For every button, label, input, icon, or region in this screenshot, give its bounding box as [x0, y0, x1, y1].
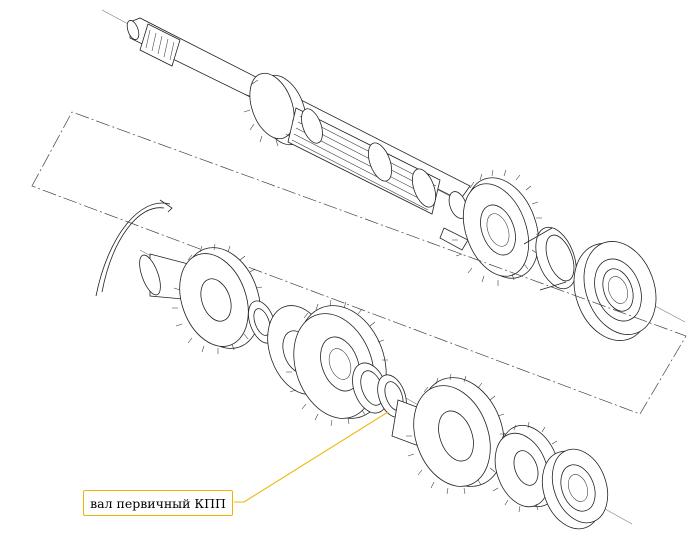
upper-bearing	[573, 241, 657, 341]
callout-leader-line	[234, 411, 389, 503]
circlip	[95, 199, 173, 297]
splined-section	[287, 107, 441, 215]
assembly-frame	[31, 111, 687, 415]
lower-bearing	[541, 448, 609, 530]
lower-gear-2	[406, 373, 506, 495]
callout-label-text: вал первичный КПП	[90, 495, 226, 511]
callout-label: вал первичный КПП	[83, 490, 233, 516]
upper-spacer-ring	[523, 226, 577, 291]
upper-large-gear	[452, 169, 543, 286]
lower-shaft-assembly	[95, 199, 633, 530]
upper-shaft-assembly	[101, 9, 686, 341]
front-spline	[139, 23, 181, 67]
lower-gear-1	[139, 243, 263, 354]
